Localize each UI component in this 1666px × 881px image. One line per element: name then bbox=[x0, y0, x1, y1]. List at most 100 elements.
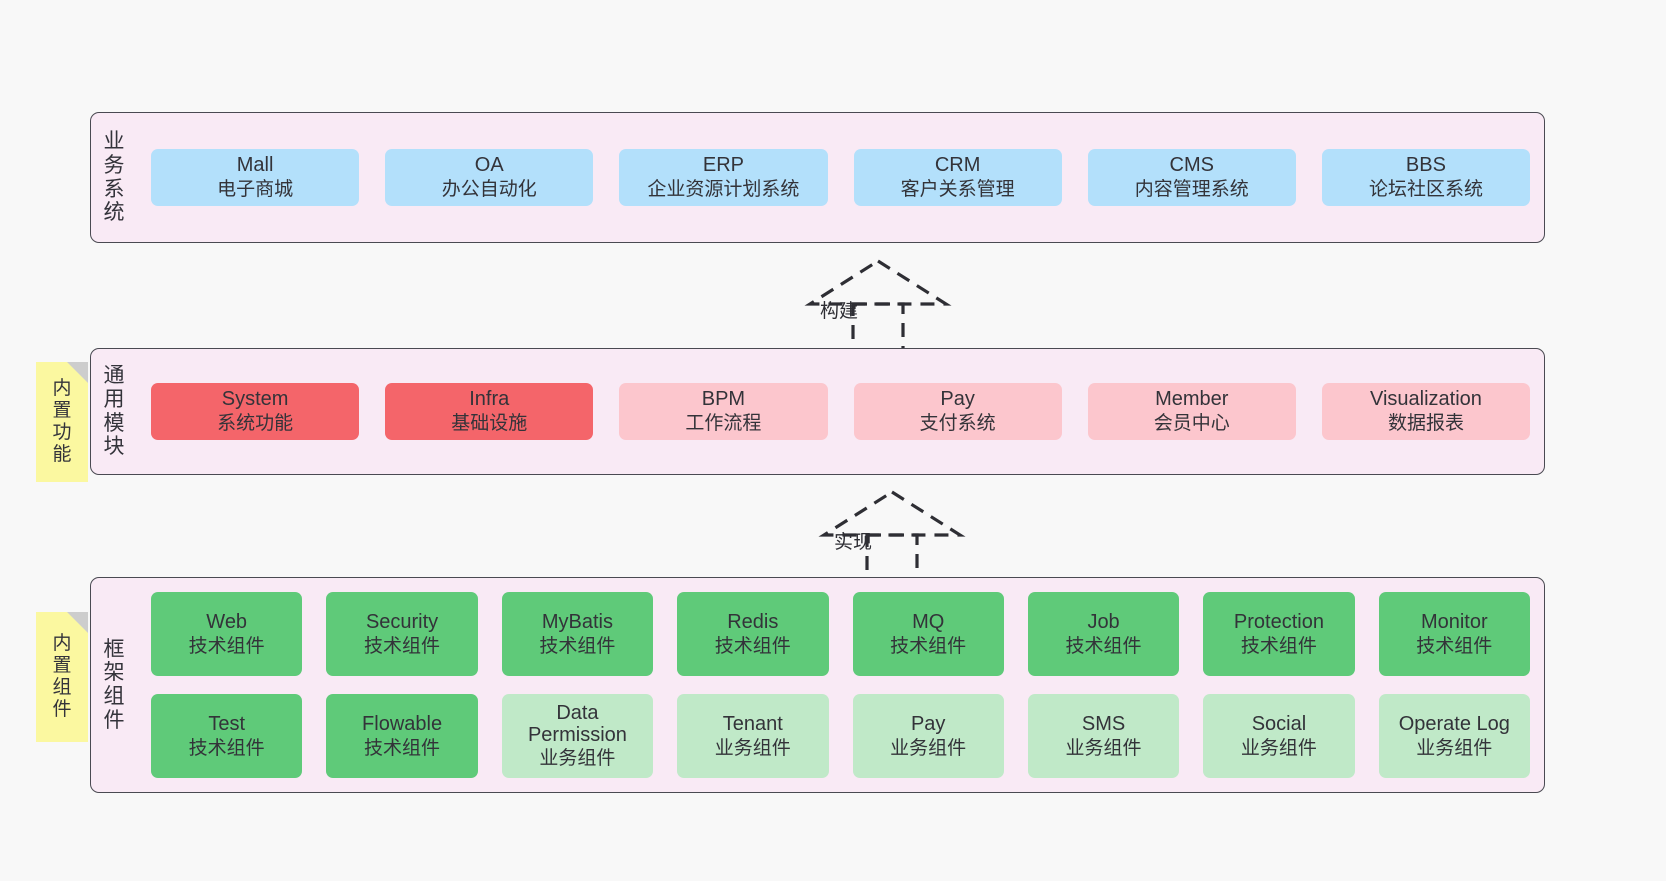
framework-cell-pay[interactable]: Pay 业务组件 bbox=[852, 694, 1004, 778]
module-cell-pay[interactable]: Pay 支付系统 bbox=[853, 383, 1062, 440]
connector-build-label: 构建 bbox=[820, 301, 859, 322]
cell-title: Operate Log bbox=[1398, 712, 1510, 735]
layer-label-char: 模 bbox=[103, 411, 125, 435]
cell-title: Visualization bbox=[1369, 388, 1482, 411]
note-char: 组 bbox=[52, 677, 72, 698]
module-cell-bpm[interactable]: BPM 工作流程 bbox=[619, 383, 828, 440]
layer-label-char: 业 bbox=[103, 130, 125, 154]
cell-title: Social bbox=[1251, 712, 1307, 735]
framework-cell-web[interactable]: Web 技术组件 bbox=[151, 592, 303, 676]
layer-label-char: 件 bbox=[103, 708, 125, 732]
cell-title: CMS bbox=[1169, 154, 1214, 177]
cell-subtitle: 企业资源计划系统 bbox=[647, 179, 800, 201]
cell-title: Flowable bbox=[362, 712, 443, 735]
arrow-shaft bbox=[851, 302, 905, 354]
cell-subtitle: 业务组件 bbox=[1065, 737, 1142, 759]
cell-subtitle: 技术组件 bbox=[364, 737, 441, 759]
cell-subtitle: 支付系统 bbox=[919, 413, 996, 435]
framework-cell-tenant[interactable]: Tenant 业务组件 bbox=[677, 694, 829, 778]
framework-cell-test[interactable]: Test 技术组件 bbox=[151, 694, 303, 778]
cell-subtitle: 技术组件 bbox=[364, 635, 441, 657]
cell-subtitle: 业务组件 bbox=[1240, 737, 1317, 759]
layer-label-char: 务 bbox=[103, 153, 125, 177]
framework-cell-mq[interactable]: MQ 技术组件 bbox=[852, 592, 1004, 676]
layer-row: Mall 电子商城 OA 办公自动化 ERP 企业资源计划系统 CRM 客户关系… bbox=[151, 149, 1531, 206]
note-char: 功 bbox=[52, 422, 72, 443]
cell-title: MQ bbox=[912, 610, 945, 633]
cell-subtitle: 技术组件 bbox=[1416, 635, 1493, 657]
cell-title: Redis bbox=[727, 610, 779, 633]
framework-cell-social[interactable]: Social 业务组件 bbox=[1203, 694, 1355, 778]
sticky-note-builtin-features: 内 置 功 能 bbox=[36, 362, 88, 482]
cell-title: System bbox=[221, 388, 289, 411]
arrow-shaft bbox=[865, 533, 919, 585]
cell-subtitle: 电子商城 bbox=[217, 179, 294, 201]
note-char: 置 bbox=[52, 400, 72, 422]
note-char: 件 bbox=[52, 698, 72, 720]
cell-title: Data Permission bbox=[527, 701, 627, 747]
layer-label-char: 架 bbox=[103, 661, 125, 685]
framework-cell-sms[interactable]: SMS 业务组件 bbox=[1027, 694, 1180, 778]
cell-subtitle: 会员中心 bbox=[1153, 413, 1230, 435]
note-char: 能 bbox=[52, 443, 72, 465]
framework-cell-protection[interactable]: Protection 技术组件 bbox=[1203, 592, 1355, 676]
cell-subtitle: 业务组件 bbox=[714, 737, 791, 759]
business-cell-cms[interactable]: CMS 内容管理系统 bbox=[1087, 149, 1296, 206]
cell-subtitle: 技术组件 bbox=[1240, 635, 1317, 657]
layer-label-char: 块 bbox=[103, 435, 125, 459]
framework-cell-security[interactable]: Security 技术组件 bbox=[326, 592, 478, 676]
framework-cell-job[interactable]: Job 技术组件 bbox=[1027, 592, 1180, 676]
layer-label-char: 框 bbox=[103, 637, 125, 661]
business-cell-crm[interactable]: CRM 客户关系管理 bbox=[853, 149, 1062, 206]
framework-cell-operate-log[interactable]: Operate Log 业务组件 bbox=[1378, 694, 1530, 778]
cell-subtitle: 数据报表 bbox=[1387, 413, 1464, 435]
framework-cell-redis[interactable]: Redis 技术组件 bbox=[677, 592, 829, 676]
cell-title: OA bbox=[474, 154, 504, 177]
cell-subtitle: 技术组件 bbox=[188, 635, 265, 657]
layer-row: System 系统功能 Infra 基础设施 BPM 工作流程 Pay 支付系统… bbox=[151, 383, 1531, 440]
cell-subtitle: 技术组件 bbox=[890, 635, 967, 657]
connector-implement-label: 实现 bbox=[834, 532, 873, 553]
layer-business-systems: 业 务 系 统 Mall 电子商城 OA 办公自动化 ERP 企业资源计划系统 bbox=[90, 112, 1545, 243]
cell-title: Mall bbox=[236, 154, 274, 177]
layer-row: Test 技术组件 Flowable 技术组件 Data Permission … bbox=[151, 694, 1530, 778]
cell-subtitle: 技术组件 bbox=[188, 737, 265, 759]
cell-title: Protection bbox=[1233, 610, 1324, 633]
module-cell-member[interactable]: Member 会员中心 bbox=[1087, 383, 1296, 440]
cell-title: MyBatis bbox=[541, 610, 613, 633]
cell-subtitle: 工作流程 bbox=[685, 413, 762, 435]
framework-cell-data-permission[interactable]: Data Permission 业务组件 bbox=[501, 694, 654, 778]
note-char: 置 bbox=[52, 655, 72, 677]
business-cell-bbs[interactable]: BBS 论坛社区系统 bbox=[1321, 149, 1531, 206]
framework-cell-monitor[interactable]: Monitor 技术组件 bbox=[1378, 592, 1530, 676]
cell-subtitle: 业务组件 bbox=[890, 737, 967, 759]
cell-title: ERP bbox=[702, 154, 744, 177]
cell-subtitle: 客户关系管理 bbox=[900, 179, 1015, 201]
framework-cell-flowable[interactable]: Flowable 技术组件 bbox=[326, 694, 478, 778]
layer-row: Web 技术组件 Security 技术组件 MyBatis 技术组件 Redi… bbox=[151, 592, 1530, 676]
business-cell-erp[interactable]: ERP 企业资源计划系统 bbox=[619, 149, 828, 206]
cell-title: CRM bbox=[934, 154, 981, 177]
cell-title: Infra bbox=[469, 388, 510, 411]
module-cell-infra[interactable]: Infra 基础设施 bbox=[385, 383, 594, 440]
layer-body-business: Mall 电子商城 OA 办公自动化 ERP 企业资源计划系统 CRM 客户关系… bbox=[137, 113, 1544, 242]
connector-build: 构建 bbox=[798, 259, 958, 354]
cell-title: Monitor bbox=[1420, 610, 1488, 633]
cell-title: BPM bbox=[701, 388, 746, 411]
module-cell-system[interactable]: System 系统功能 bbox=[151, 383, 360, 440]
sticky-note-builtin-components: 内 置 组 件 bbox=[36, 612, 88, 742]
business-cell-mall[interactable]: Mall 电子商城 bbox=[151, 149, 360, 206]
layer-body-framework: Web 技术组件 Security 技术组件 MyBatis 技术组件 Redi… bbox=[137, 578, 1544, 792]
cell-subtitle: 论坛社区系统 bbox=[1368, 179, 1483, 201]
framework-cell-mybatis[interactable]: MyBatis 技术组件 bbox=[501, 592, 654, 676]
note-char: 内 bbox=[52, 633, 72, 655]
business-cell-oa[interactable]: OA 办公自动化 bbox=[385, 149, 594, 206]
cell-subtitle: 内容管理系统 bbox=[1134, 179, 1249, 201]
module-cell-visualization[interactable]: Visualization 数据报表 bbox=[1321, 383, 1531, 440]
cell-subtitle: 系统功能 bbox=[217, 413, 294, 435]
layer-common-modules: 通 用 模 块 System 系统功能 Infra 基础设施 BPM 工作流程 bbox=[90, 348, 1545, 475]
layer-label-framework: 框 架 组 件 bbox=[91, 578, 137, 792]
cell-subtitle: 技术组件 bbox=[1065, 635, 1142, 657]
layer-label-char: 用 bbox=[103, 387, 125, 411]
